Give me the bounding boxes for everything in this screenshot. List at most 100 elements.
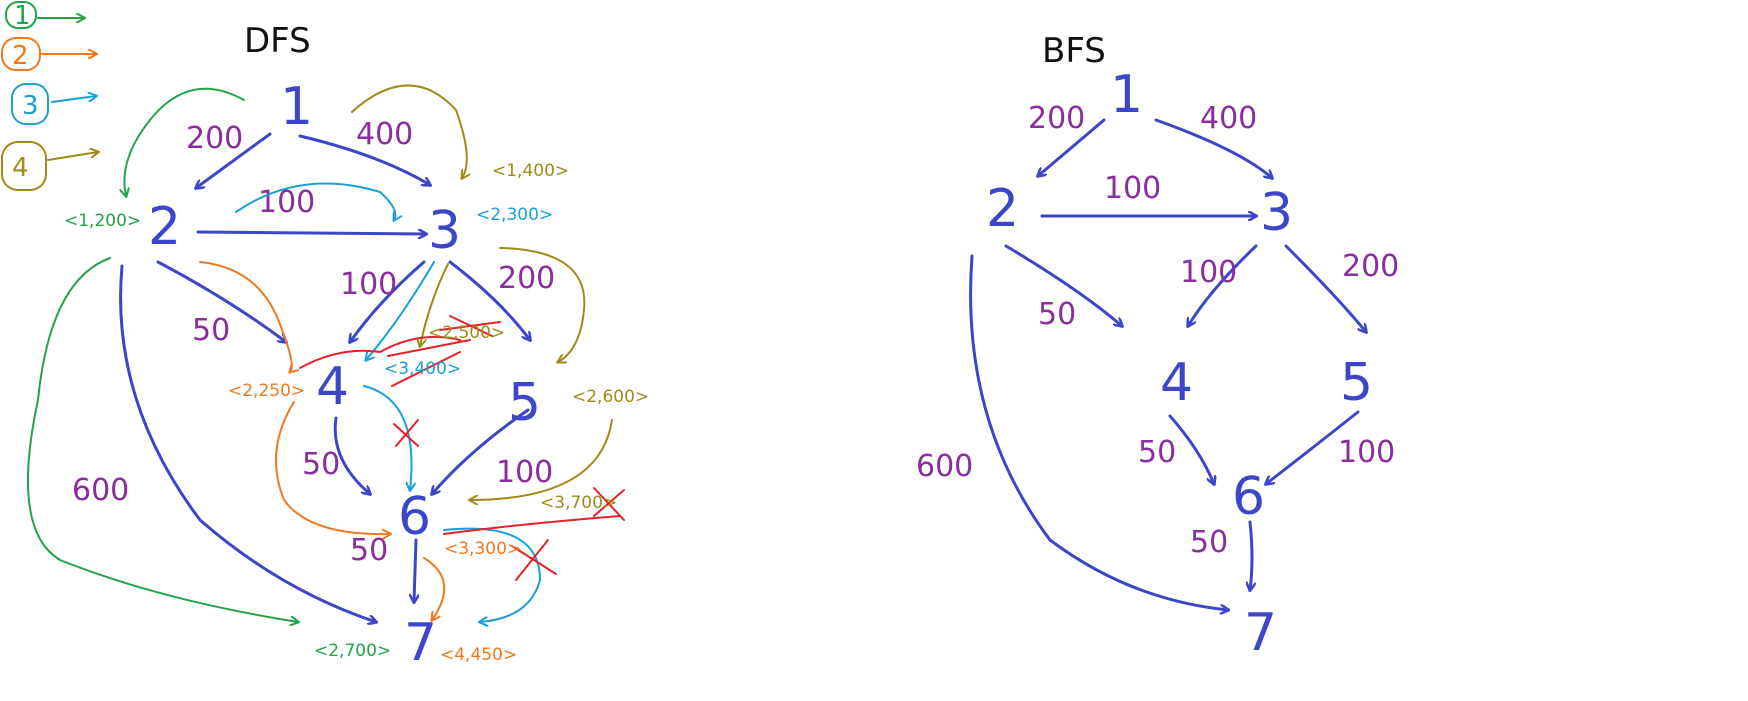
dfs-step2-arc-2-4	[199, 261, 292, 372]
bfs-node-2: 2	[986, 179, 1019, 239]
dfs-weight-3-4: 100	[340, 267, 397, 302]
legend-item-4: 4	[1, 141, 98, 191]
dfs-annotation-n7-b: <4,450>	[440, 645, 517, 665]
dfs-annotation-n4-c: <2,250>	[228, 381, 305, 401]
dfs-weight-2-7: 600	[72, 473, 129, 508]
dfs-annotation-n2: <1,200>	[64, 211, 141, 231]
dfs-weight-2-4: 50	[192, 313, 230, 348]
bfs-edge-5-6	[1266, 410, 1360, 484]
bfs-edge-1-2	[1038, 118, 1106, 176]
dfs-annotation-n7-a: <2,700>	[314, 641, 391, 661]
bfs-edges	[969, 118, 1366, 610]
dfs-step1-arc-2-7	[26, 257, 298, 622]
dfs-cross-mark-4	[593, 487, 625, 521]
legend-label-2: 2	[12, 41, 29, 71]
dfs-cross-mark-1	[439, 315, 501, 337]
legend-label-4: 4	[12, 153, 29, 183]
dfs-weights: 200 400 100 50 600 100 200 50 100 50	[72, 117, 555, 568]
dfs-cross-mark-5	[511, 539, 557, 581]
bfs-node-6: 6	[1232, 467, 1265, 527]
bfs-edge-2-4	[1004, 244, 1122, 326]
dfs-step2-arc-4-6	[275, 401, 390, 534]
legend-arrow-3	[51, 96, 96, 103]
bfs-edge-4-6	[1168, 414, 1214, 484]
bfs-edge-2-7	[969, 254, 1228, 610]
dfs-node-5: 5	[508, 373, 541, 433]
dfs-step3-arc-4-6	[363, 385, 412, 490]
bfs-edge-1-3	[1154, 118, 1272, 178]
dfs-step2-arcs	[199, 261, 446, 620]
bfs-weight-5-6: 100	[1338, 435, 1395, 470]
bfs-nodes: 1 2 3 4 5 6 7	[986, 65, 1373, 663]
bfs-weight-1-2: 200	[1028, 101, 1085, 136]
dfs-weight-4-6: 50	[302, 447, 340, 482]
dfs-weight-1-2: 200	[186, 121, 243, 156]
dfs-edge-6-7	[414, 538, 416, 602]
bfs-weight-6-7: 50	[1190, 525, 1228, 560]
dfs-rejected-path-6	[443, 515, 621, 535]
bfs-title: BFS	[1042, 31, 1106, 71]
dfs-edge-5-6	[432, 408, 530, 494]
dfs-edges	[119, 132, 530, 622]
dfs-annotation-n6-b: <3,300>	[444, 539, 521, 559]
bfs-node-5: 5	[1340, 353, 1373, 413]
dfs-step4-arc-3-5	[499, 247, 586, 362]
dfs-edge-1-2	[196, 132, 272, 188]
bfs-weight-3-4: 100	[1180, 255, 1237, 290]
dfs-node-6: 6	[398, 487, 431, 547]
dfs-edge-3-5	[448, 260, 530, 340]
dfs-annotation-n3-b: <2,300>	[476, 205, 553, 225]
dfs-node-1: 1	[280, 77, 313, 137]
dfs-step1-arc-1-2	[124, 87, 245, 196]
dfs-edge-3-4	[350, 260, 426, 342]
dfs-edge-4-6	[333, 416, 370, 494]
legend-arrow-4	[47, 152, 98, 161]
dfs-annotation-n4-a: <2,500>	[428, 323, 505, 343]
dfs-step2-arc-6-7	[423, 557, 446, 620]
bfs-edge-3-4	[1188, 244, 1258, 326]
dfs-step4-arc-1-3	[351, 84, 467, 178]
dfs-annotations: <1,200> <1,400> <2,300> <2,500> <3,400> …	[64, 161, 649, 665]
dfs-weight-1-3: 400	[356, 117, 413, 152]
dfs-graph: DFS 1 2 3 4 5 6 7 200 400 1	[26, 21, 649, 673]
dfs-cross-mark-2	[387, 339, 471, 387]
legend-item-3: 3	[11, 83, 96, 125]
dfs-step1-arcs	[26, 87, 298, 622]
bfs-edge-3-5	[1284, 244, 1366, 332]
dfs-edge-2-3	[196, 232, 426, 234]
dfs-step3-arc-6-7	[443, 527, 541, 622]
dfs-edge-2-4	[156, 260, 286, 342]
dfs-rejected-path-4	[299, 335, 461, 369]
bfs-weight-2-7: 600	[916, 449, 973, 484]
legend-item-1: 1	[5, 1, 84, 31]
bfs-weight-4-6: 50	[1138, 435, 1176, 470]
dfs-cross-mark-3	[393, 419, 419, 447]
bfs-weight-1-3: 400	[1200, 101, 1257, 136]
dfs-node-3: 3	[428, 201, 461, 261]
dfs-node-4: 4	[316, 357, 349, 417]
dfs-step4-arc-5-6	[470, 419, 613, 500]
legend-label-1: 1	[14, 1, 31, 31]
dfs-node-2: 2	[148, 197, 181, 257]
dfs-node-7: 7	[404, 613, 437, 673]
bfs-weight-2-3: 100	[1104, 171, 1161, 206]
dfs-weight-6-7: 50	[350, 533, 388, 568]
bfs-node-3: 3	[1260, 183, 1293, 243]
dfs-weight-2-3: 100	[258, 185, 315, 220]
bfs-edge-6-7	[1250, 520, 1252, 590]
bfs-weights: 200 400 100 50 600 100 200 50 100 50	[916, 101, 1399, 560]
dfs-legend: 1 2 3 4	[1, 1, 98, 191]
dfs-annotation-n4-b: <3,400>	[384, 359, 461, 379]
dfs-weight-5-6: 100	[496, 455, 553, 490]
bfs-weight-2-4: 50	[1038, 297, 1076, 332]
dfs-weight-3-5: 200	[498, 261, 555, 296]
legend-item-2: 2	[1, 37, 96, 71]
dfs-edge-1-3	[298, 134, 430, 185]
dfs-step3-arc-2-3	[235, 182, 395, 220]
bfs-node-4: 4	[1160, 353, 1193, 413]
dfs-annotation-n3-a: <1,400>	[492, 161, 569, 181]
dfs-cross-marks	[299, 315, 625, 581]
bfs-node-7: 7	[1244, 603, 1277, 663]
bfs-weight-3-5: 200	[1342, 249, 1399, 284]
bfs-node-1: 1	[1110, 65, 1143, 125]
